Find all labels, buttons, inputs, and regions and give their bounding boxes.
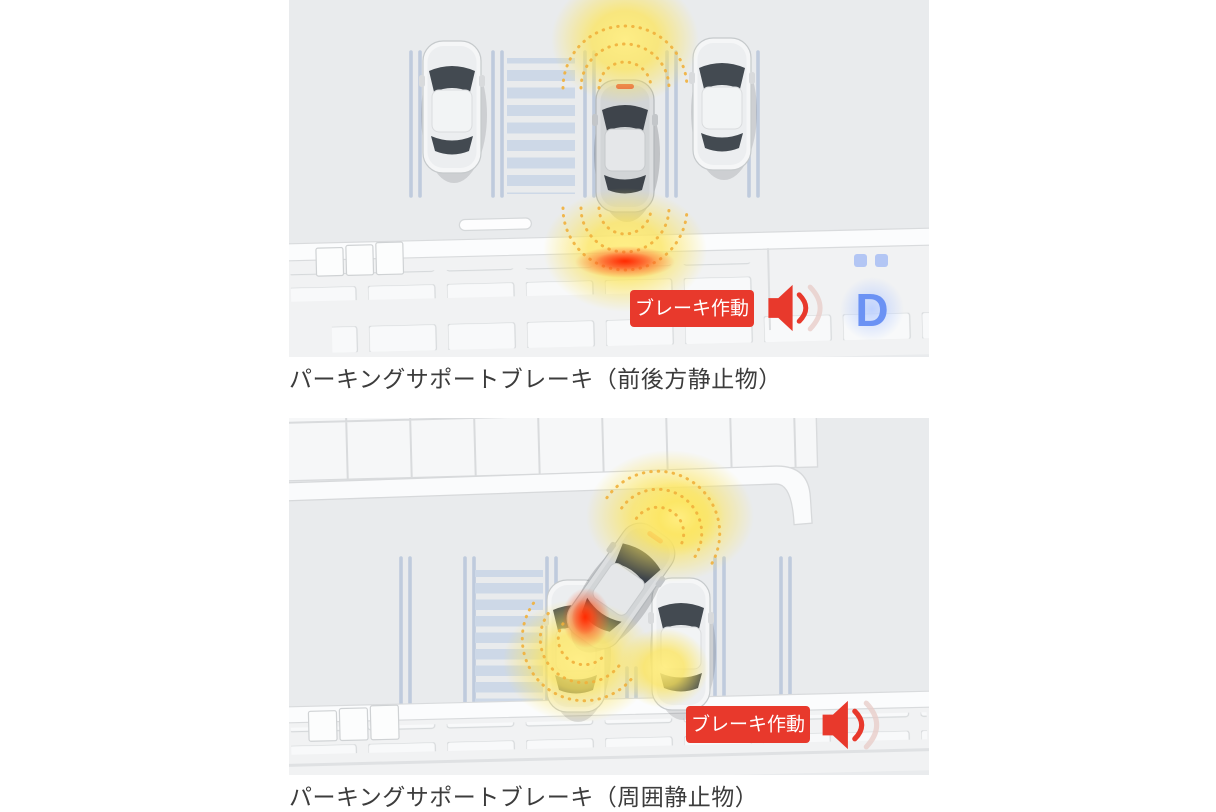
brake-badge: ブレーキ作動 bbox=[686, 706, 810, 743]
step-block bbox=[345, 244, 375, 276]
step-block bbox=[375, 241, 405, 276]
sensor-wave-side bbox=[619, 628, 709, 708]
speaker-icon bbox=[822, 700, 880, 750]
alert-zone-side-core bbox=[572, 599, 598, 635]
figure-caption-front-rear: パーキングサポートブレーキ（前後方静止物） bbox=[289, 366, 782, 392]
shift-position-d-indicator: D bbox=[840, 254, 904, 341]
sensor-wave-front-core bbox=[634, 480, 724, 556]
brake-badge-label: ブレーキ作動 bbox=[691, 713, 805, 736]
illustration-surround: ブレーキ作動 bbox=[289, 418, 929, 775]
figure-caption-surround: パーキングサポートブレーキ（周囲静止物） bbox=[289, 784, 759, 810]
sensor-arcs-rear bbox=[520, 601, 637, 703]
speaker-icon bbox=[768, 284, 823, 332]
brake-badge-label: ブレーキ作動 bbox=[635, 297, 749, 320]
illustration-front-rear: ブレーキ作動 D bbox=[289, 0, 929, 357]
wheel-stopper bbox=[458, 217, 532, 232]
shift-indicator-letter: D bbox=[855, 284, 888, 336]
alert-zone-rear-core bbox=[595, 252, 655, 270]
step-block bbox=[307, 710, 338, 742]
figure-front-rear: ブレーキ作動 D パーキングサポートブレーキ（前後方静止物） bbox=[289, 0, 929, 394]
sensor-wave-front bbox=[551, 0, 699, 104]
crosswalk-stripes bbox=[507, 58, 575, 194]
sensor-wave-rear bbox=[503, 599, 655, 723]
shift-indicator-dot bbox=[875, 254, 888, 267]
step-block bbox=[338, 707, 369, 742]
brake-badge: ブレーキ作動 bbox=[630, 290, 754, 327]
sensor-arcs-front bbox=[605, 469, 722, 571]
step-block bbox=[369, 704, 400, 741]
parked-car-left bbox=[418, 40, 488, 184]
sensor-arcs-front bbox=[561, 24, 689, 90]
step-block bbox=[315, 246, 345, 277]
shift-indicator-dot bbox=[854, 254, 867, 267]
figure-surround: ブレーキ作動 パーキングサポートブレーキ（周囲静止物） bbox=[289, 418, 929, 812]
parked-car-right bbox=[688, 37, 758, 181]
